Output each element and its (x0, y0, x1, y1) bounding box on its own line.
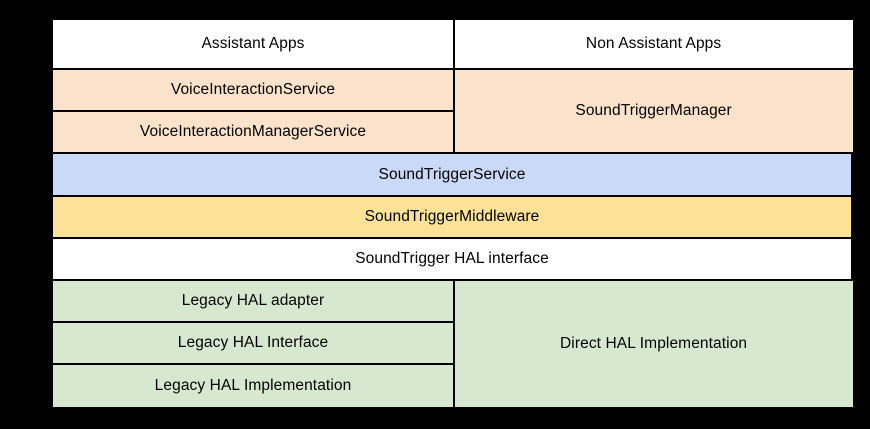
label-voice-interaction-service: VoiceInteractionService (170, 81, 336, 99)
cell-legacy-hal-adapter: Legacy HAL adapter (52, 280, 454, 322)
label-direct-hal-implementation: Direct HAL Implementation (560, 334, 748, 352)
label-legacy-hal-adapter: Legacy HAL adapter (181, 292, 325, 310)
header-label-assistant-apps: Assistant Apps (201, 35, 305, 53)
label-sound-trigger-service: SoundTriggerService (378, 165, 526, 183)
header-label-non-assistant-apps: Non Assistant Apps (585, 35, 722, 53)
label-legacy-hal-implementation: Legacy HAL Implementation (154, 376, 352, 394)
cell-voice-interaction-service: VoiceInteractionService (52, 69, 454, 111)
label-sound-trigger-manager: SoundTriggerManager (575, 102, 732, 120)
label-sound-trigger-hal-interface: SoundTrigger HAL interface (355, 250, 549, 268)
cell-sound-trigger-manager: SoundTriggerManager (453, 69, 854, 153)
header-cell-assistant-apps: Assistant Apps (52, 19, 454, 69)
label-sound-trigger-middleware: SoundTriggerMiddleware (364, 208, 540, 226)
cell-direct-hal-implementation: Direct HAL Implementation (453, 280, 854, 408)
soundtrigger-layer-diagram: Assistant Apps Non Assistant Apps VoiceI… (52, 19, 854, 408)
label-voice-interaction-manager-service: VoiceInteractionManagerService (139, 123, 367, 141)
cell-sound-trigger-middleware: SoundTriggerMiddleware (52, 196, 852, 238)
header-cell-non-assistant-apps: Non Assistant Apps (453, 19, 854, 69)
cell-legacy-hal-implementation: Legacy HAL Implementation (52, 364, 454, 408)
cell-voice-interaction-manager-service: VoiceInteractionManagerService (52, 111, 454, 153)
cell-sound-trigger-hal-interface: SoundTrigger HAL interface (52, 238, 852, 280)
cell-legacy-hal-interface: Legacy HAL Interface (52, 322, 454, 364)
cell-sound-trigger-service: SoundTriggerService (52, 153, 852, 196)
label-legacy-hal-interface: Legacy HAL Interface (177, 334, 329, 352)
